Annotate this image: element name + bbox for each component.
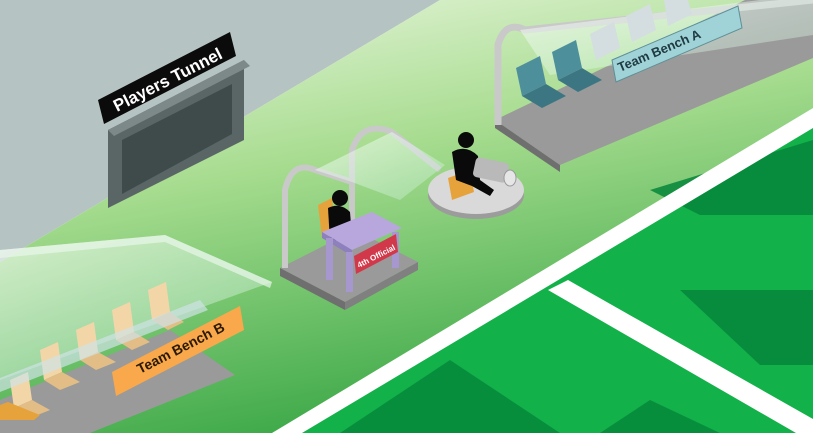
official-head <box>332 190 348 206</box>
camera-operator-head <box>458 132 474 148</box>
